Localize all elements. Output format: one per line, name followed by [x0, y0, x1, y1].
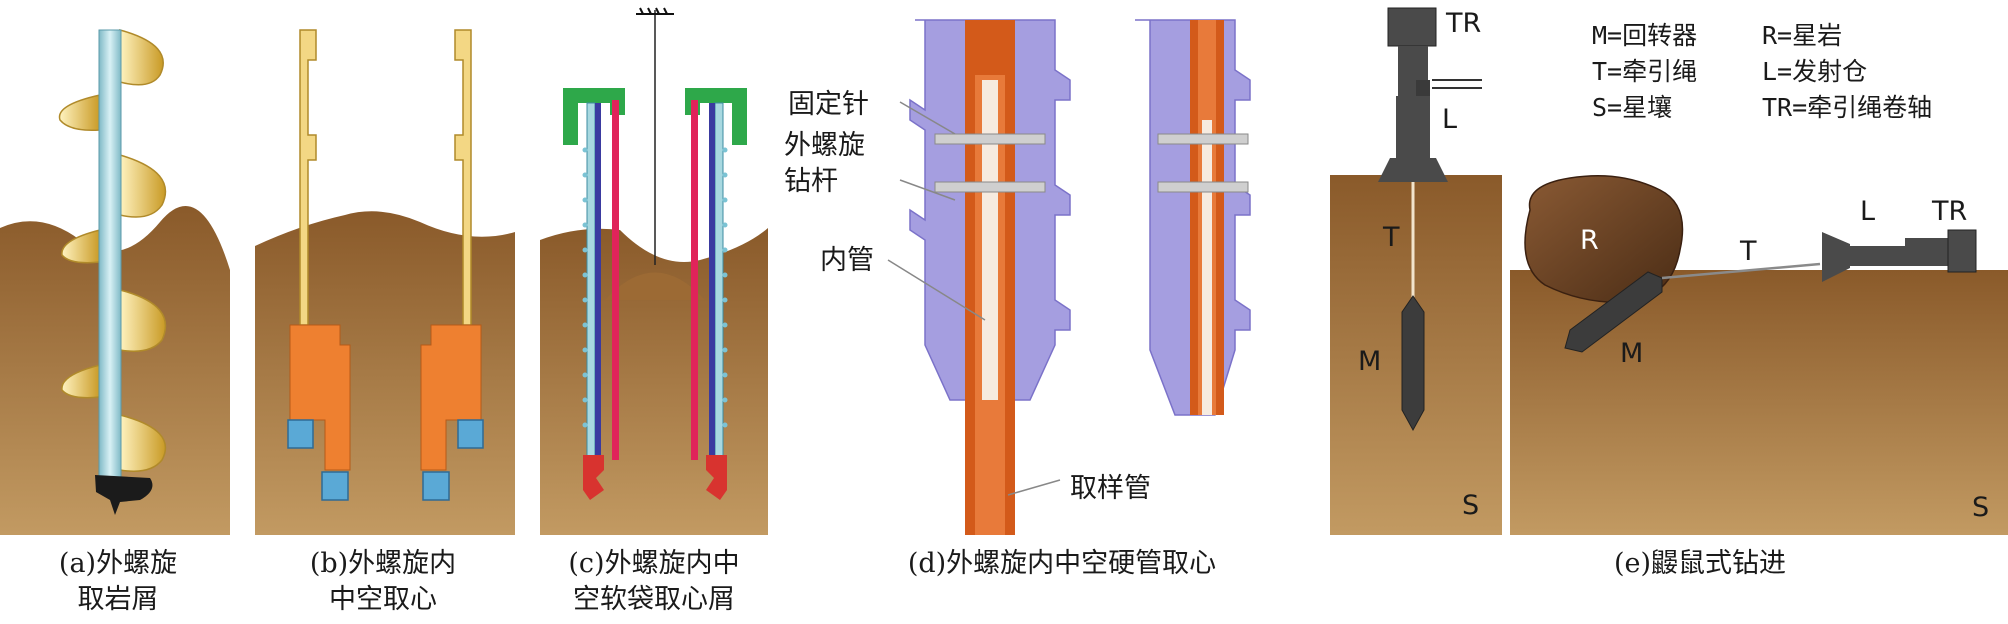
caption-b: (b)外螺旋内 中空取心 — [309, 548, 457, 615]
legend-r: R=星岩 — [1762, 21, 1843, 50]
red-cutter-right — [706, 455, 727, 500]
tether-right — [1661, 262, 1821, 280]
label-m-right: M — [1620, 338, 1644, 369]
sample-mound — [605, 272, 705, 300]
launcher-l-left — [1396, 96, 1430, 158]
legend-s: S=星壤 — [1592, 93, 1673, 122]
caption-a: (a)外螺旋 取岩屑 — [58, 548, 178, 615]
panel-c-soft-bag — [540, 7, 768, 535]
legend-tr: TR=牵引绳卷轴 — [1762, 93, 1933, 122]
fixing-pin — [934, 181, 1046, 193]
label-outer-rod: 外螺旋 钻杆 — [784, 130, 865, 197]
auger-shaft-a — [98, 29, 122, 481]
fixing-pin — [1157, 133, 1249, 145]
cutter-block — [287, 419, 314, 449]
fixing-pin — [934, 133, 1046, 145]
label-l-left: L — [1442, 104, 1458, 135]
rod-left-d — [909, 19, 1071, 535]
soil-e-right — [1510, 270, 2008, 535]
legend-l: L=发射仓 — [1762, 57, 1868, 86]
green-cap-right — [685, 88, 747, 145]
fixing-pin — [1157, 181, 1249, 193]
caption-c: (c)外螺旋内中 空软袋取心屑 — [568, 548, 740, 615]
label-s-right: S — [1972, 492, 1990, 523]
label-l-right: L — [1860, 196, 1876, 227]
launcher-cone-right — [1822, 232, 1850, 282]
panel-b-hollow-coring — [255, 29, 515, 535]
dotted-edge — [582, 147, 588, 428]
label-fixing-pin: 固定针 — [788, 89, 869, 120]
label-t-right: T — [1740, 236, 1757, 267]
cutter-block — [457, 419, 484, 449]
panel-d-hard-tube — [887, 19, 1251, 535]
soil-b — [255, 211, 515, 535]
drill-bit-a — [95, 475, 153, 515]
rope-anchor — [636, 7, 674, 15]
label-s-left: S — [1462, 490, 1480, 521]
green-cap-left — [563, 88, 625, 145]
legend-t: T=牵引绳 — [1592, 57, 1698, 86]
tube-right-b — [420, 29, 484, 501]
legend-m: M=回转器 — [1592, 21, 1698, 50]
label-r: R — [1580, 225, 1599, 256]
cutter-block — [422, 471, 450, 501]
label-m-left: M — [1358, 346, 1382, 377]
panel-a-external-auger — [0, 29, 230, 535]
mole-body-left — [1401, 295, 1425, 432]
panel-e-mole — [1330, 7, 2008, 535]
leader-lines-d — [887, 101, 1061, 496]
reel-tr-left — [1387, 7, 1437, 47]
launcher-l-right — [1850, 246, 1950, 266]
rock-r — [1524, 174, 1684, 304]
label-tr-right: TR — [1932, 196, 1968, 227]
label-t-left: T — [1383, 222, 1400, 253]
caption-d: (d)外螺旋内中空硬管取心 — [907, 548, 1217, 579]
tube-left-b — [287, 29, 351, 501]
label-sample-tube: 取样管 — [1070, 473, 1151, 504]
auger-flights-a — [58, 29, 167, 472]
red-cutter-left — [583, 455, 604, 500]
label-inner-tube: 内管 — [820, 245, 874, 276]
rod-right-d — [1135, 19, 1251, 416]
dotted-edge — [722, 147, 728, 428]
reel-tr-right — [1947, 229, 1977, 273]
label-tr-left: TR — [1446, 8, 1482, 39]
caption-e: (e)鼹鼠式钻进 — [1613, 548, 1787, 579]
cutter-block — [321, 471, 349, 501]
